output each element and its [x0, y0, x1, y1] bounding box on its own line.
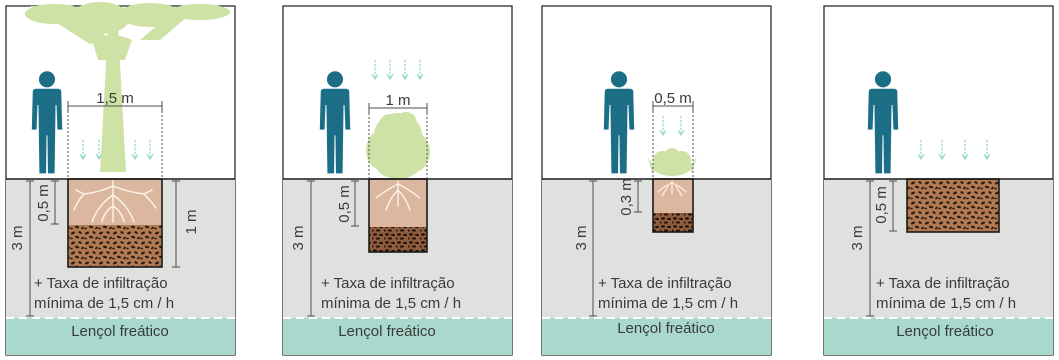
- infiltration-note-line2: mínima de 1,5 cm / h: [876, 295, 1016, 312]
- tree-roots: [73, 180, 157, 223]
- infiltration-note-line1: + Taxa de infiltração: [876, 275, 1010, 292]
- shrub-roots: [375, 180, 421, 211]
- panel-tree: 1,5 m 0,5 m 1 m 3 m + Taxa de infiltraçã…: [5, 2, 236, 356]
- water-table-label: Lençol freático: [71, 323, 169, 340]
- infiltration-note-line1: + Taxa de infiltração: [598, 275, 732, 292]
- water-depth-label: 3 m: [9, 225, 26, 250]
- panel-grass: 0,5 m 0,3 m 3 m + Taxa de infiltração mí…: [541, 5, 772, 356]
- water-table-label: Lençol freático: [896, 323, 994, 340]
- width-label: 0,5 m: [654, 90, 692, 107]
- shrub-foliage: [366, 112, 430, 179]
- top-depth-label: 0,5 m: [336, 185, 353, 223]
- water-depth-label: 3 m: [849, 225, 866, 250]
- water-table-label: Lençol freático: [617, 320, 715, 337]
- infiltration-note-line2: mínima de 1,5 cm / h: [598, 295, 738, 312]
- infiltration-note-line2: mínima de 1,5 cm / h: [34, 295, 174, 312]
- width-label: 1,5 m: [96, 90, 134, 107]
- top-depth-label: 0,3 m: [618, 178, 635, 216]
- infiltration-note-line2: mínima de 1,5 cm / h: [321, 295, 461, 312]
- top-depth-label: 0,5 m: [873, 186, 890, 224]
- width-dimension: [67, 101, 163, 179]
- gravel-trench: [906, 178, 1000, 233]
- panel-gravel: 0,5 m 3 m + Taxa de infiltração mínima d…: [823, 5, 1054, 356]
- width-label: 1 m: [385, 92, 410, 109]
- water-table: [6, 318, 235, 355]
- total-depth-label: 1 m: [183, 209, 200, 234]
- grass-roots: [657, 180, 687, 197]
- panel-shrub: 1 m 0,5 m 3 m + Taxa de infiltração míni…: [282, 5, 513, 356]
- tree-canopy: [25, 2, 230, 172]
- infiltration-note-line1: + Taxa de infiltração: [321, 275, 455, 292]
- grass-foliage: [648, 148, 697, 176]
- water-depth-label: 3 m: [290, 225, 307, 250]
- water-depth-label: 3 m: [573, 225, 590, 250]
- water-table-label: Lençol freático: [338, 323, 436, 340]
- infiltration-note-line1: + Taxa de infiltração: [34, 275, 168, 292]
- top-depth-label: 0,5 m: [35, 184, 52, 222]
